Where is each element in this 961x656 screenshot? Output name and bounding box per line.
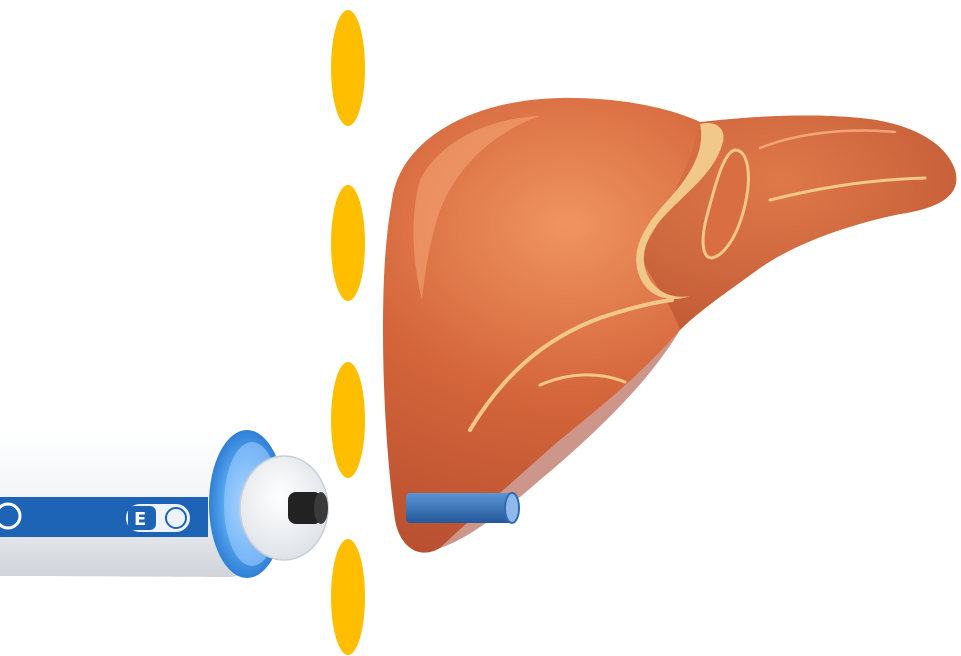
rib-marker (331, 185, 365, 301)
ultrasound-probe-icon: E (0, 430, 328, 579)
blood-vessel-icon (406, 493, 519, 523)
rib-marker (331, 539, 365, 655)
rib-marker (331, 362, 365, 478)
rib-marker (331, 10, 365, 126)
probe-label: E (134, 509, 146, 530)
probe-tip-end (314, 492, 328, 524)
vessel-body (406, 493, 512, 523)
liver-icon (383, 98, 956, 553)
rib-markers (331, 10, 365, 655)
vessel-end (505, 493, 519, 523)
